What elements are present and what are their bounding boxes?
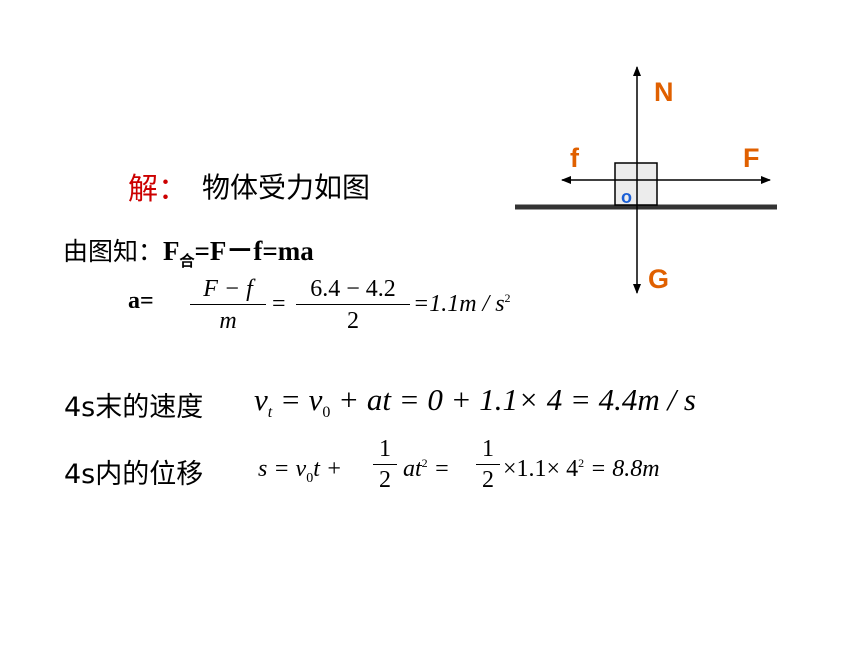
solution-intro: 物体受力如图 [202,171,371,204]
displacement-label: 4s内的位移 [64,459,204,490]
known-formula: =F－f=ma [194,236,314,266]
fraction-half-2: 1 2 [476,434,500,495]
displacement-lhs: s = v0t + [258,456,343,486]
known-F: F [163,236,180,266]
label-G: G [648,264,669,294]
known-sub: 合 [179,252,195,270]
fraction-half: 1 2 [373,434,397,495]
fraction-bar [190,304,266,305]
fraction-symbolic-numerator: F − f [203,276,253,302]
fraction-numeric-numerator: 6.4 − 4.2 [310,276,396,302]
label-origin: o [621,187,632,207]
label-N: N [654,77,674,107]
known-prefix: 由图知： [63,237,164,266]
velocity-equation: vt = v0 + at = 0 + 1.1× 4 = 4.4m / s [254,382,696,422]
block [614,162,658,206]
fraction-bar [296,304,410,305]
fraction-numeric: 6.4 − 4.2 2 [296,274,410,337]
fraction-symbolic-denominator: m [219,308,237,334]
velocity-label: 4s末的速度 [64,392,204,423]
acceleration-label: a= [128,288,154,314]
displacement-at: at2 = [403,456,450,482]
displacement-rest: ×1.1× 42 = 8.8m [503,456,660,482]
solution-label: 解： [128,172,188,207]
acceleration-result: =1.1m / s2 [413,291,511,317]
known-line: 由图知：F合=F－f=ma [63,229,314,271]
label-F: F [743,143,760,173]
fraction-numeric-denominator: 2 [347,308,359,334]
force-diagram: N G f F o [515,66,777,294]
fraction-symbolic: F − f m [190,274,266,337]
label-f: f [570,143,580,173]
equals-sign: = [272,291,286,317]
